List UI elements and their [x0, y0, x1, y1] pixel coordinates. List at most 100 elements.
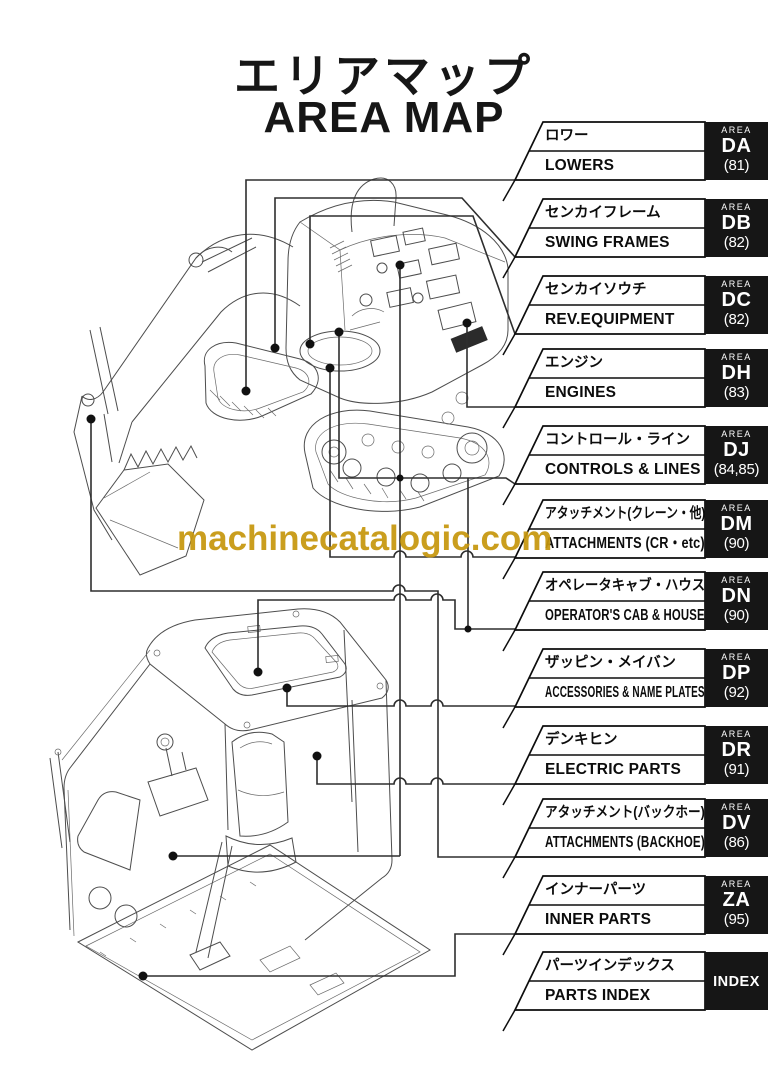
junction-dot: [396, 474, 404, 482]
area-en-label: ATTACHMENTS (CR・etc): [545, 535, 705, 552]
leader-rev-equipment: [309, 215, 516, 344]
area-page: (95): [723, 911, 750, 928]
area-ja-label: オペレータキャブ・ハウス: [545, 578, 706, 594]
area-en-label: SWING FRAMES: [545, 234, 670, 251]
area-code-panel: AREA DV (86): [705, 799, 768, 857]
junction-dot: [464, 625, 472, 633]
area-box-rev-equipment[interactable]: センカイソウチ REV.EQUIPMENT AREA DC (82): [515, 276, 768, 334]
area-code-panel: AREA DN (90): [705, 572, 768, 630]
marker-dot: [253, 667, 263, 677]
area-code: DN: [721, 585, 752, 607]
area-en-label: OPERATOR'S CAB & HOUSE: [545, 607, 705, 624]
marker-dot: [168, 851, 178, 861]
area-box-accessories[interactable]: ザッピン・メイバン ACCESSORIES & NAME PLATES AREA…: [515, 649, 768, 707]
area-ja-label: アタッチメント(バックホー): [545, 805, 705, 821]
marker-dot: [86, 414, 96, 424]
marker-dot: [241, 386, 251, 396]
marker-dot: [462, 318, 472, 328]
area-en-label: INNER PARTS: [545, 911, 652, 928]
marker-dot: [282, 683, 292, 693]
area-box-engines[interactable]: エンジン ENGINES AREA DH (83): [515, 349, 768, 407]
area-en-label: PARTS INDEX: [545, 987, 651, 1004]
area-code-panel: AREA DH (83): [705, 349, 768, 407]
area-box-electric-parts[interactable]: デンキヒン ELECTRIC PARTS AREA DR (91): [515, 726, 768, 784]
area-ja-label: コントロール・ライン: [545, 432, 690, 448]
watermark-text: machinecatalogic.com: [177, 519, 553, 558]
page-title-english: AREA MAP: [263, 93, 505, 142]
marker-dot: [334, 327, 344, 337]
area-box-parts-index[interactable]: パーツインデックス PARTS INDEX INDEX: [515, 952, 768, 1010]
leader-lines: [86, 179, 516, 981]
area-en-label: REV.EQUIPMENT: [545, 311, 675, 328]
area-en-label: LOWERS: [545, 157, 615, 174]
area-box-outlines: [502, 121, 706, 1032]
area-box-controls-lines[interactable]: コントロール・ライン CONTROLS & LINES AREA DJ (84,…: [515, 426, 768, 484]
area-box-operators-cab[interactable]: オペレータキャブ・ハウス OPERATOR'S CAB & HOUSE AREA…: [515, 572, 768, 630]
area-ja-label: インナーパーツ: [545, 882, 647, 898]
area-ja-label: エンジン: [545, 355, 603, 371]
area-code: DP: [722, 662, 751, 684]
leader-attachments-backhoe: [90, 419, 515, 858]
area-box-swing-frames[interactable]: センカイフレーム SWING FRAMES AREA DB (82): [515, 199, 768, 257]
marker-dot: [312, 751, 322, 761]
area-code: DA: [721, 135, 752, 157]
leader-inner-parts: [143, 933, 515, 977]
area-ja-label: パーツインデックス: [545, 958, 675, 974]
area-code: ZA: [722, 889, 751, 911]
area-page: (91): [723, 761, 750, 778]
excavator-drawing: [73, 177, 509, 576]
area-code-panel: AREA DA (81): [705, 122, 768, 180]
area-ja-label: ロワー: [545, 128, 589, 144]
area-code-panel: INDEX: [705, 952, 768, 1010]
area-box-attachments-cr[interactable]: アタッチメント(クレーン・他) ATTACHMENTS (CR・etc) ARE…: [515, 500, 768, 558]
leader-controls: [338, 332, 516, 485]
area-code-panel: AREA DJ (84,85): [705, 426, 768, 484]
area-ja-label: ザッピン・メイバン: [545, 655, 676, 671]
area-page: (92): [723, 684, 750, 701]
area-code: DB: [721, 212, 752, 234]
area-ja-label: センカイフレーム: [545, 205, 661, 221]
area-ja-label: センカイソウチ: [545, 282, 647, 298]
area-page: (86): [723, 834, 750, 851]
leader-operators-cab: [257, 593, 515, 672]
leader-lowers: [245, 179, 515, 391]
area-code-panel: AREA DM (90): [705, 500, 768, 558]
page-title-japanese: エリアマップ: [234, 50, 534, 102]
area-code-panel: AREA ZA (95): [705, 876, 768, 934]
leader-attachments-cr: [329, 368, 515, 558]
area-en-label: ELECTRIC PARTS: [545, 761, 681, 778]
area-code-panel: AREA DB (82): [705, 199, 768, 257]
area-box-attachments-backhoe[interactable]: アタッチメント(バックホー) ATTACHMENTS (BACKHOE) ARE…: [515, 799, 768, 857]
area-code-panel: AREA DR (91): [705, 726, 768, 784]
area-page: (90): [723, 607, 750, 624]
marker-dot: [325, 363, 335, 373]
area-ja-label: アタッチメント(クレーン・他): [545, 506, 706, 522]
marker-dot: [395, 260, 405, 270]
operator-cab-drawing: [49, 608, 431, 1051]
area-ja-label: デンキヒン: [545, 732, 618, 748]
area-code: DC: [721, 289, 752, 311]
area-page: (83): [723, 384, 750, 401]
area-code: DR: [721, 739, 752, 761]
area-box-lowers[interactable]: ロワー LOWERS AREA DA (81): [515, 122, 768, 180]
leader-electric: [316, 756, 515, 785]
marker-dot: [138, 971, 148, 981]
leader-engines: [466, 323, 515, 408]
area-code: DJ: [723, 439, 750, 461]
area-code: DV: [722, 812, 751, 834]
marker-dot: [305, 339, 315, 349]
area-box-inner-parts[interactable]: インナーパーツ INNER PARTS AREA ZA (95): [515, 876, 768, 934]
area-en-label: ACCESSORIES & NAME PLATES: [545, 684, 705, 701]
area-en-label: CONTROLS & LINES: [545, 461, 701, 478]
area-code: INDEX: [713, 974, 760, 990]
area-page: (81): [723, 157, 750, 174]
leader-controls-drop: [173, 265, 469, 857]
area-en-label: ENGINES: [545, 384, 617, 401]
area-en-label: ATTACHMENTS (BACKHOE): [545, 834, 705, 851]
leader-accessories: [286, 688, 515, 707]
area-code-panel: AREA DC (82): [705, 276, 768, 334]
area-page: (82): [723, 234, 750, 251]
area-code: DM: [720, 513, 753, 535]
area-page: (84,85): [713, 461, 760, 478]
